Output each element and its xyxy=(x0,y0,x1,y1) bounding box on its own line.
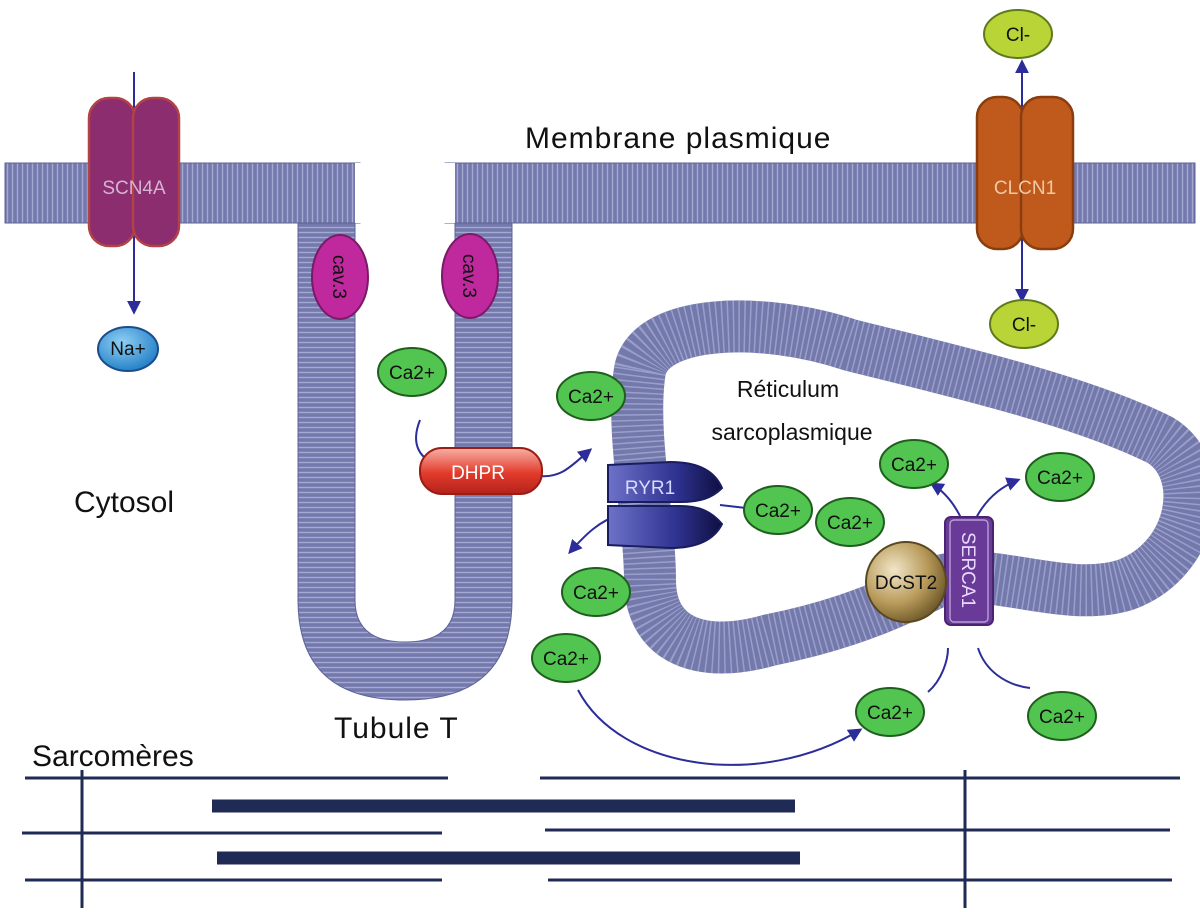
serca1-pump: SERCA1 xyxy=(944,516,994,626)
calcium-ion: Ca2+ xyxy=(561,567,631,617)
sarcomeres xyxy=(22,770,1180,908)
calcium-ion-label: Ca2+ xyxy=(389,363,435,384)
calcium-ion: Ca2+ xyxy=(556,371,626,421)
calcium-ion-label: Ca2+ xyxy=(891,455,937,476)
calcium-ion-label: Ca2+ xyxy=(827,513,873,534)
scn4a-label: SCN4A xyxy=(102,178,166,199)
chloride-bottom-label: Cl- xyxy=(1012,315,1036,336)
calcium-ion: Ca2+ xyxy=(815,497,885,547)
calcium-ion: Ca2+ xyxy=(377,347,447,397)
calcium-ion: Ca2+ xyxy=(879,439,949,489)
dhpr-label: DHPR xyxy=(451,463,505,484)
chloride-top-label: Cl- xyxy=(1006,25,1030,46)
calcium-ion-label: Ca2+ xyxy=(543,649,589,670)
calcium-ion-label: Ca2+ xyxy=(1039,707,1085,728)
caveolin-3-left: cav.3 xyxy=(311,234,369,320)
dhpr-receptor: DHPR xyxy=(419,447,543,495)
scn4a-channel: SCN4A xyxy=(87,96,181,248)
sodium-ion: Na+ xyxy=(97,326,159,372)
calcium-ion: Ca2+ xyxy=(855,687,925,737)
calcium-ion-label: Ca2+ xyxy=(573,583,619,604)
clcn1-label: CLCN1 xyxy=(994,178,1056,199)
calcium-ion-label: Ca2+ xyxy=(867,703,913,724)
t-tubule xyxy=(297,163,513,701)
cytosol-label: Cytosol xyxy=(74,486,174,519)
clcn1-channel: CLCN1 xyxy=(975,95,1075,251)
sodium-ion-label: Na+ xyxy=(110,339,145,360)
cav3-right-label: cav.3 xyxy=(458,254,479,298)
dcst2-label: DCST2 xyxy=(875,573,937,594)
calcium-ion-label: Ca2+ xyxy=(568,387,614,408)
chloride-ion-bottom: Cl- xyxy=(989,299,1059,349)
calcium-ion: Ca2+ xyxy=(1027,691,1097,741)
calcium-ion-label: Ca2+ xyxy=(755,501,801,522)
membrane-label: Membrane plasmique xyxy=(525,122,831,155)
caveolin-3-right: cav.3 xyxy=(441,233,499,319)
dcst2-protein: DCST2 xyxy=(865,541,947,623)
ryr1-label: RYR1 xyxy=(625,478,675,499)
tubule-label: Tubule T xyxy=(334,712,459,745)
cav3-left-label: cav.3 xyxy=(328,255,349,299)
calcium-ion-label: Ca2+ xyxy=(1037,468,1083,489)
serca1-label: SERCA1 xyxy=(957,532,978,608)
calcium-ion: Ca2+ xyxy=(1025,452,1095,502)
reticulum-label-line1: Réticulum xyxy=(737,376,839,402)
sarcomeres-label: Sarcomères xyxy=(32,740,194,773)
calcium-ion: Ca2+ xyxy=(743,485,813,535)
reticulum-label-line2: sarcoplasmique xyxy=(711,419,872,445)
calcium-ion: Ca2+ xyxy=(531,633,601,683)
chloride-ion-top: Cl- xyxy=(983,9,1053,59)
ryr1-receptor: RYR1 xyxy=(607,460,724,550)
